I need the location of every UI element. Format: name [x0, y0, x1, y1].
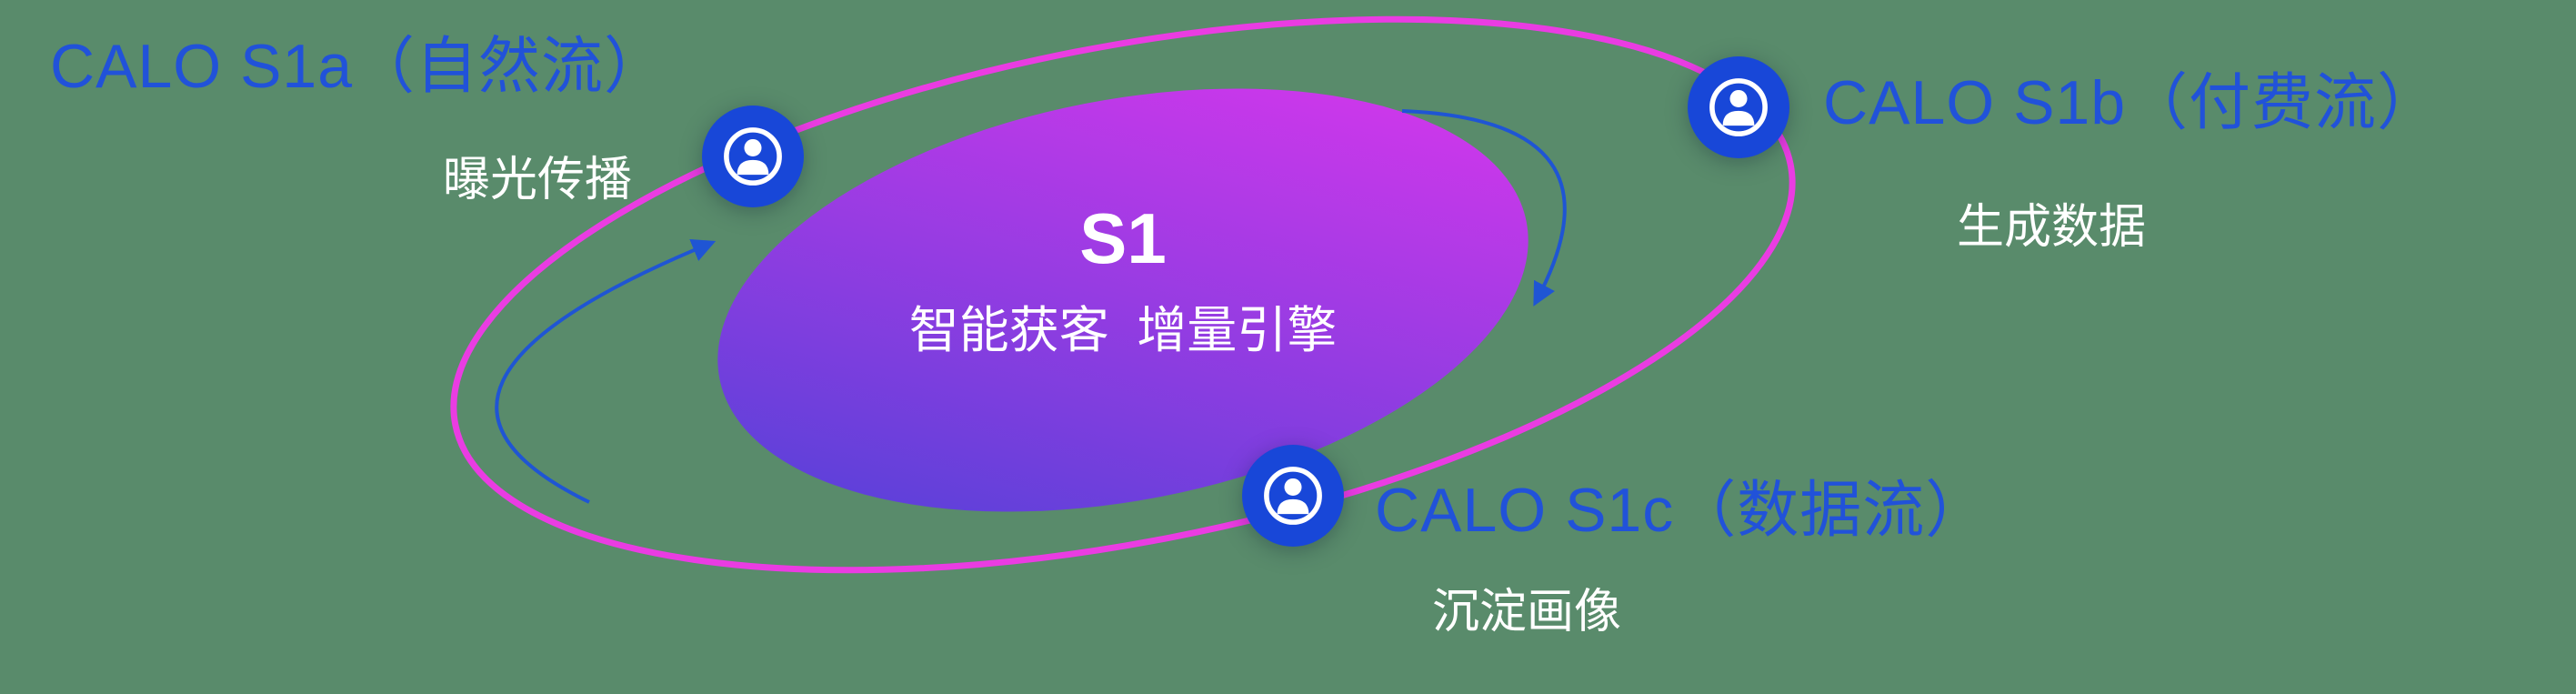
- user-icon: [702, 106, 804, 207]
- icon-head: [744, 138, 762, 156]
- user-icon: [1242, 445, 1344, 547]
- label-s1c-title: CALO S1c（数据流）: [1375, 476, 1989, 545]
- label-s1b-title: CALO S1b（付费流）: [1823, 68, 2441, 137]
- icon-ring: [1709, 78, 1768, 136]
- node-s1c: [1242, 445, 1344, 547]
- core-title: S1: [1079, 198, 1167, 278]
- icon-head: [1284, 478, 1302, 496]
- icon-ring: [1264, 467, 1322, 525]
- user-icon: [1688, 56, 1789, 158]
- label-s1a-subtitle: 曝光传播: [443, 154, 633, 206]
- orbit-ring: [450, 15, 1796, 574]
- node-s1b: [1688, 56, 1789, 158]
- core-label: S1 智能获客 增量引擎: [805, 198, 1441, 362]
- icon-shoulders: [1722, 110, 1755, 126]
- core-ellipse: [717, 88, 1529, 512]
- label-s1c-subtitle: 沉淀画像: [1432, 586, 1622, 639]
- label-s1a-title: CALO S1a（自然流）: [50, 32, 667, 101]
- label-s1b-subtitle: 生成数据: [1957, 201, 2147, 254]
- node-s1a: [702, 106, 804, 207]
- icon-shoulders: [737, 159, 769, 176]
- left-flow-arrow: [495, 238, 717, 504]
- icon-ring: [724, 127, 782, 186]
- core-subtitle: 智能获客 增量引擎: [908, 301, 1338, 358]
- right-flow-arrow: [1401, 109, 1567, 307]
- icon-shoulders: [1277, 498, 1309, 515]
- icon-head: [1729, 89, 1748, 107]
